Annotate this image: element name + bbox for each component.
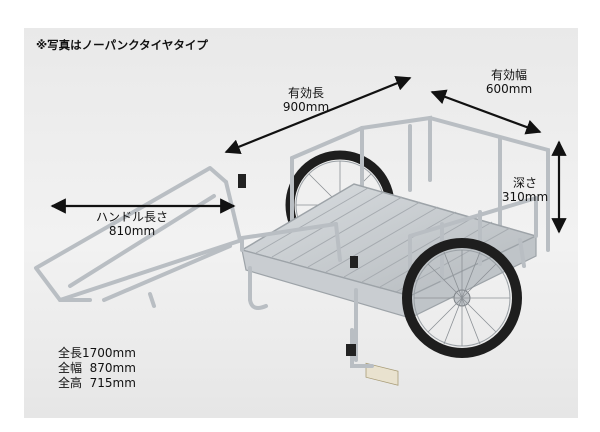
handle-value: 810mm <box>108 224 156 238</box>
width-value: 600mm <box>485 82 533 96</box>
width-arrow <box>430 89 542 135</box>
length-arrow <box>224 76 412 154</box>
length-dimension: 有効長 900mm <box>266 86 346 114</box>
spec-total-height: 全高 715mm <box>58 376 136 390</box>
length-label: 有効長 <box>287 86 324 100</box>
photo-note: ※写真はノーパンクタイヤタイプ <box>36 38 208 52</box>
label-sticker <box>365 362 399 386</box>
spec-total-length: 全長1700mm <box>58 346 136 360</box>
spec-total-width: 全幅 870mm <box>58 361 136 375</box>
depth-label: 深さ <box>512 176 537 190</box>
length-value: 900mm <box>282 100 330 114</box>
handle-label: ハンドル長さ <box>95 210 168 224</box>
front-wheel <box>402 238 522 358</box>
width-dimension: 有効幅 600mm <box>474 68 544 96</box>
width-label: 有効幅 <box>490 68 527 82</box>
depth-dimension: 深さ 310mm <box>496 176 554 204</box>
handle-dimension: ハンドル長さ 810mm <box>80 210 184 238</box>
dimension-arrows <box>50 76 567 234</box>
overall-specs: 全長1700mm 全幅 870mm 全高 715mm <box>58 346 136 391</box>
depth-value: 310mm <box>501 190 549 204</box>
